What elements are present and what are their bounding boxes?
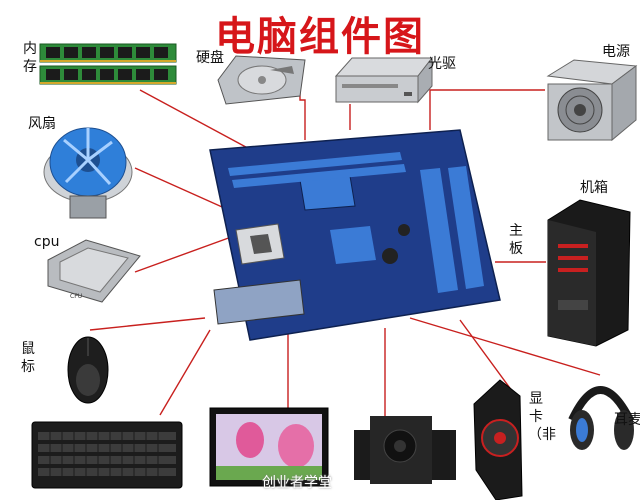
label-case: 机箱	[580, 180, 608, 196]
label-cpu: cpu	[34, 234, 60, 250]
gpu-image	[473, 379, 523, 500]
headset-image	[568, 386, 634, 450]
keyboard-image	[31, 421, 183, 489]
line-psu	[429, 89, 545, 130]
case-image	[547, 199, 631, 347]
label-fan: 风扇	[28, 116, 56, 132]
line-mouse	[89, 317, 206, 331]
line-keyboard	[159, 329, 211, 416]
svg-text:CPU: CPU	[70, 293, 82, 300]
hdd-image	[217, 55, 306, 105]
monitor-image	[209, 407, 329, 487]
cpu-image: CPU	[47, 239, 141, 303]
line-gpu	[459, 319, 516, 396]
optical-drive-image	[334, 56, 434, 104]
label-gpu: 显卡（非	[528, 391, 556, 443]
label-mouse: 鼠标	[21, 341, 35, 375]
memory-image	[39, 43, 177, 85]
line-headset	[409, 317, 601, 376]
label-psu: 电源	[602, 44, 630, 60]
label-motherboard: 主板	[509, 223, 523, 257]
label-memory: 内存	[23, 41, 37, 75]
psu-image	[546, 59, 638, 142]
mouse-image	[67, 336, 109, 404]
diagram-title: 电脑组件图	[215, 13, 425, 60]
speakers-image	[354, 416, 456, 484]
label-headphones: 耳麦	[614, 412, 640, 428]
label-hdd: 硬盘	[196, 50, 224, 66]
label-optical: 光驱	[428, 56, 456, 72]
motherboard-image	[209, 129, 501, 341]
fan-image	[43, 127, 133, 219]
connector-lines	[89, 86, 601, 416]
line-cpu	[134, 231, 246, 273]
watermark: 创业者学堂	[262, 475, 332, 491]
